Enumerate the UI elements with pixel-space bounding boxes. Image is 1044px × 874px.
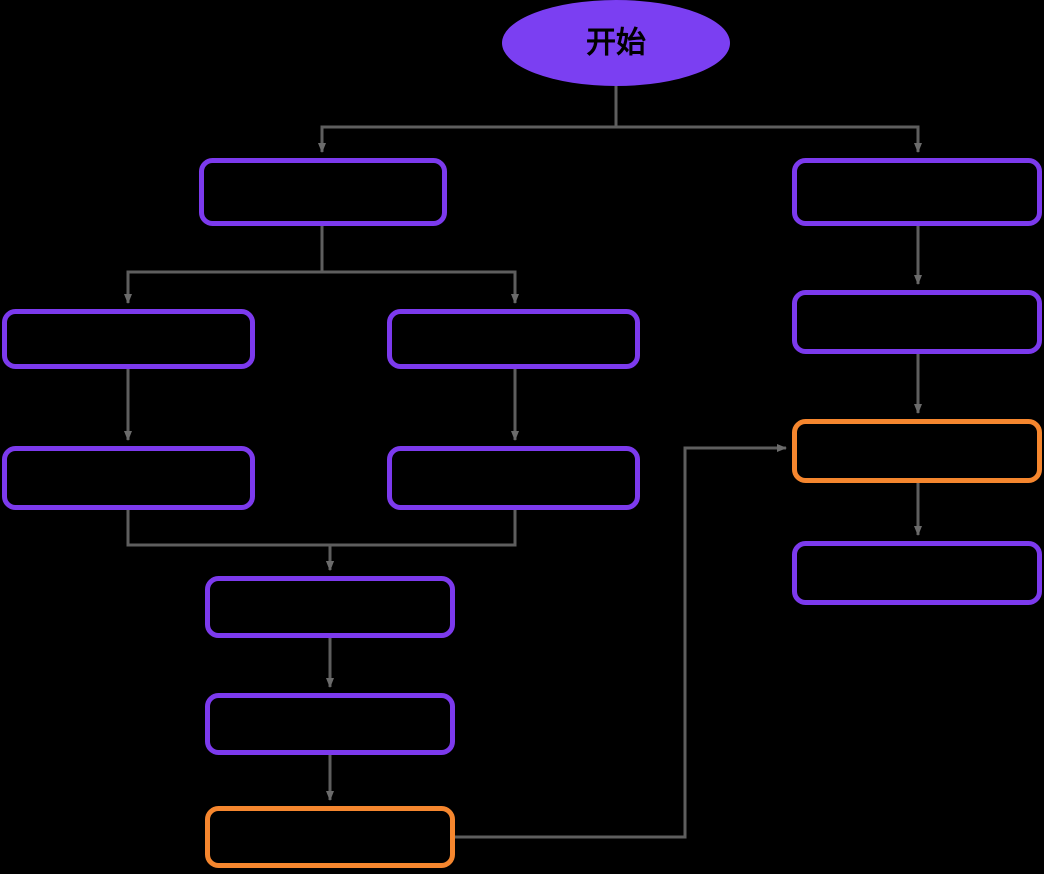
flow-connector xyxy=(616,125,922,153)
start-node-shape[interactable] xyxy=(502,0,730,86)
process-node[interactable] xyxy=(792,158,1042,226)
process-node[interactable] xyxy=(387,446,640,510)
process-node-shape xyxy=(792,419,1042,483)
flow-connector xyxy=(126,510,334,571)
process-node-shape xyxy=(387,446,640,510)
process-node-shape xyxy=(2,309,255,369)
process-node-shape xyxy=(792,158,1042,226)
process-node[interactable] xyxy=(199,158,447,226)
flow-connector xyxy=(322,270,519,304)
process-node[interactable] xyxy=(792,541,1042,605)
process-node[interactable] xyxy=(205,693,455,755)
process-node[interactable] xyxy=(2,309,255,369)
flow-connector xyxy=(455,444,787,839)
flow-connector xyxy=(124,226,324,304)
process-node-shape xyxy=(2,446,255,510)
nodes-layer xyxy=(2,158,1042,868)
start-node-label: 开始 xyxy=(586,26,646,61)
process-node[interactable] xyxy=(205,806,455,868)
edges-layer xyxy=(124,86,922,839)
flow-connector xyxy=(326,510,517,571)
process-node[interactable] xyxy=(792,419,1042,483)
flow-connector xyxy=(318,86,618,153)
process-node-shape xyxy=(792,541,1042,605)
start-node-layer: 开始 xyxy=(502,0,730,86)
process-node[interactable] xyxy=(387,309,640,369)
process-node-shape xyxy=(205,806,455,868)
process-node[interactable] xyxy=(792,290,1042,354)
process-node-shape xyxy=(199,158,447,226)
process-node-shape xyxy=(387,309,640,369)
process-node[interactable] xyxy=(2,446,255,510)
process-node-shape xyxy=(792,290,1042,354)
process-node-shape xyxy=(205,693,455,755)
process-node[interactable] xyxy=(205,576,455,638)
process-node-shape xyxy=(205,576,455,638)
